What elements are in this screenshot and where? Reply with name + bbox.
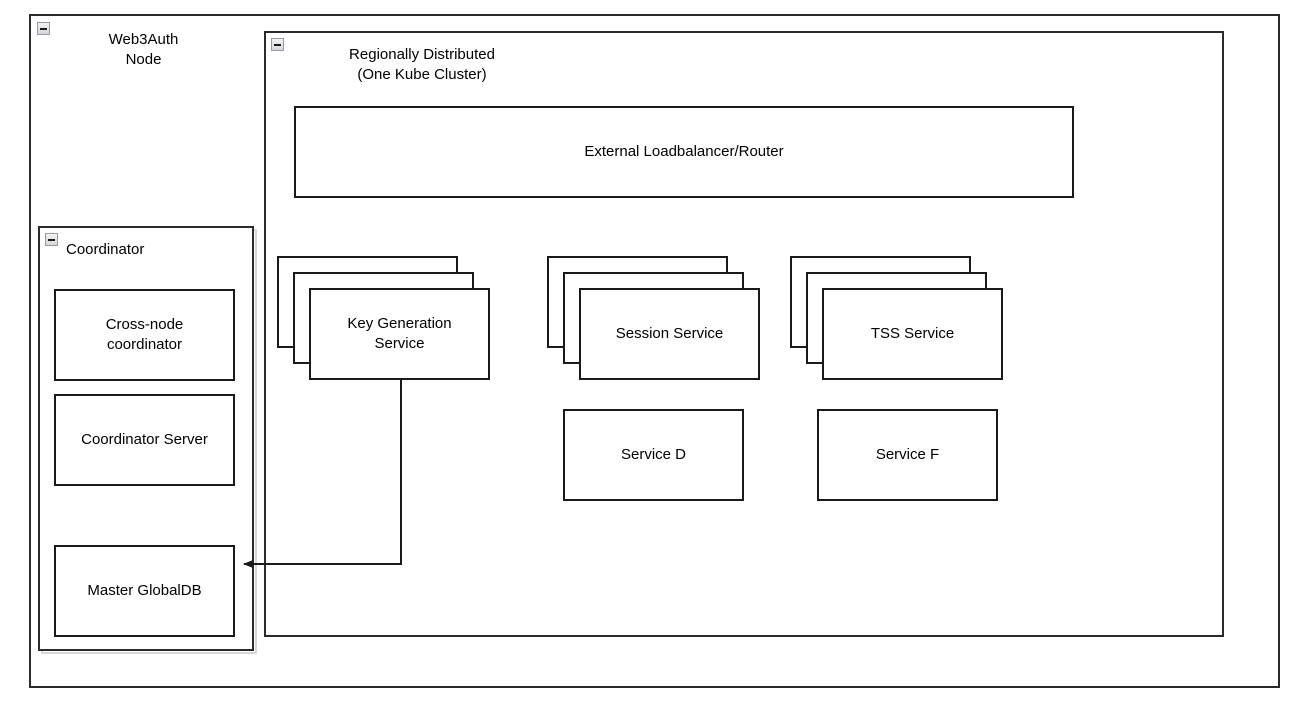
session-service-instance-1[interactable]: Session Service: [579, 288, 760, 380]
collapse-minus-icon-regionally-distributed[interactable]: [271, 38, 284, 51]
coordinator-server-node[interactable]: Coordinator Server: [54, 394, 235, 486]
session-service-stack[interactable]: Session Service: [547, 256, 760, 380]
master-globaldb-node[interactable]: Master GlobalDB: [54, 545, 235, 637]
service-f-node[interactable]: Service F: [817, 409, 998, 501]
key-generation-service-instance-1[interactable]: Key Generation Service: [309, 288, 490, 380]
service-d-node[interactable]: Service D: [563, 409, 744, 501]
tss-service-stack[interactable]: TSS Service: [790, 256, 1003, 380]
cross-node-coordinator-node[interactable]: Cross-node coordinator: [54, 289, 235, 381]
coordinator-label: Coordinator: [66, 241, 145, 258]
key-generation-service-stack[interactable]: Key Generation Service: [277, 256, 490, 380]
external-loadbalancer-router-node[interactable]: External Loadbalancer/Router: [294, 106, 1074, 198]
collapse-minus-icon-web3auth-node[interactable]: [37, 22, 50, 35]
regionally-distributed-label: Regionally Distributed (One Kube Cluster…: [349, 46, 495, 84]
collapse-minus-icon-coordinator[interactable]: [45, 233, 58, 246]
tss-service-instance-1[interactable]: TSS Service: [822, 288, 1003, 380]
web3auth-node-label: Web3Auth Node: [108, 31, 179, 69]
